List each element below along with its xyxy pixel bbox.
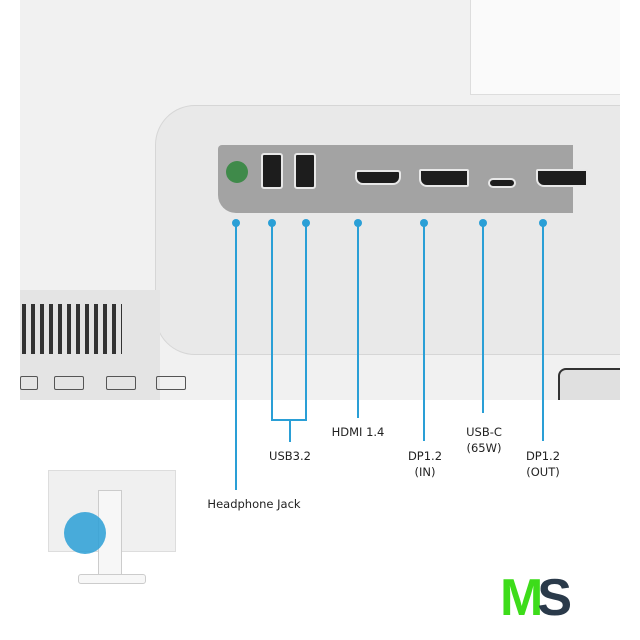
vent-grille	[22, 304, 122, 354]
callout-dot	[232, 219, 240, 227]
callout-dot	[268, 219, 276, 227]
port-panel	[218, 145, 588, 213]
label-usbc-line1: USB-C	[466, 425, 502, 439]
monitor-thumbnail	[48, 470, 176, 588]
vent-area	[20, 290, 160, 400]
monitor-rear-photo	[20, 0, 620, 400]
ms-logo: MS	[500, 569, 572, 627]
callout-dot	[354, 219, 362, 227]
label-usbc: USB-C (65W)	[466, 424, 502, 456]
usb-port-1	[261, 153, 283, 189]
buttons-row	[20, 376, 200, 390]
callout-dot	[539, 219, 547, 227]
label-usbc-line2: (65W)	[466, 441, 502, 455]
hdmi-port	[355, 170, 401, 185]
port-location-highlight	[64, 512, 106, 554]
label-headphone-jack: Headphone Jack	[207, 497, 301, 511]
label-dp-in-line1: DP1.2	[407, 449, 443, 463]
callout-dot	[479, 219, 487, 227]
label-hdmi: HDMI 1.4	[331, 425, 385, 439]
usb-port-2	[294, 153, 316, 189]
stand-neck	[470, 0, 620, 95]
label-dp-in: DP1.2 (IN)	[408, 448, 442, 480]
callout-dot	[302, 219, 310, 227]
dp-out-port	[536, 169, 588, 187]
dp-in-port	[419, 169, 469, 187]
label-usb: USB3.2	[269, 449, 311, 463]
headphone-jack-port	[226, 161, 248, 183]
rear-housing	[155, 105, 620, 355]
callout-dot	[420, 219, 428, 227]
usbc-port	[488, 178, 516, 188]
stand-base	[558, 368, 620, 400]
label-dp-out-line2: (OUT)	[526, 465, 560, 479]
label-dp-out: DP1.2 (OUT)	[526, 448, 560, 480]
label-dp-out-line1: DP1.2	[525, 449, 561, 463]
label-dp-in-line2: (IN)	[414, 465, 436, 479]
